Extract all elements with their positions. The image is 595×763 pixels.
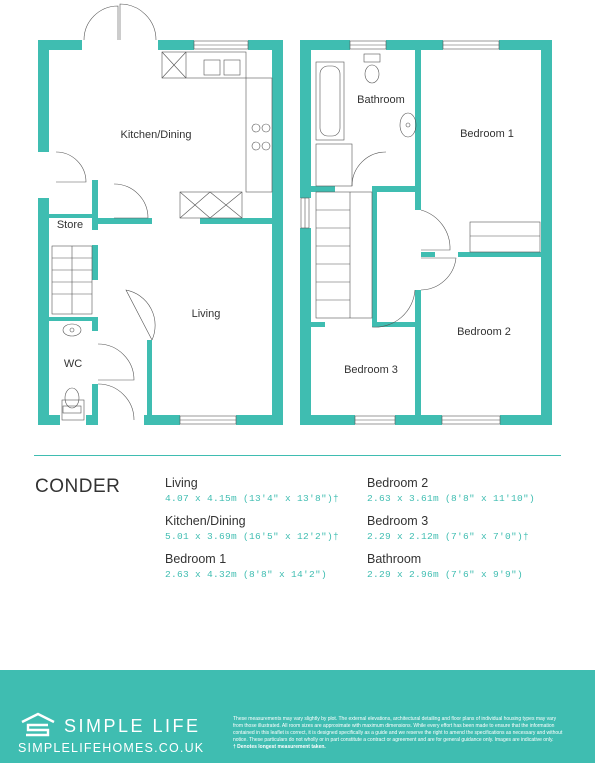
room-spec-kitchen-dining: Kitchen/Dining 5.01 x 3.69m (16'5" x 12'…	[165, 514, 339, 542]
footer-banner	[0, 670, 595, 763]
room-spec-bedroom-1: Bedroom 1 2.63 x 4.32m (8'8" x 14'2")	[165, 552, 327, 580]
room-spec-dims: 2.29 x 2.96m (7'6" x 9'9")	[367, 569, 524, 580]
room-spec-name: Kitchen/Dining	[165, 514, 246, 528]
section-divider	[34, 455, 561, 456]
room-spec-name: Living	[165, 476, 198, 490]
room-label-bedroom-1: Bedroom 1	[460, 128, 514, 140]
room-label-bathroom: Bathroom	[357, 94, 405, 106]
disclaimer: These measurements may vary slightly by …	[233, 716, 565, 751]
brand-name: SIMPLE LIFE	[64, 716, 201, 736]
room-spec-dims: 2.63 x 4.32m (8'8" x 14'2")	[165, 569, 328, 580]
room-label-wc: WC	[64, 358, 82, 370]
disclaimer-text: These measurements may vary slightly by …	[233, 716, 563, 743]
ground-fixtures	[51, 3, 273, 425]
room-spec-bedroom-3: Bedroom 3 2.29 x 2.12m (7'6" x 7'0")†	[367, 514, 529, 542]
room-spec-dims: 2.29 x 2.12m (7'6" x 7'0")†	[367, 531, 530, 542]
room-spec-bedroom-2: Bedroom 2 2.63 x 3.61m (8'8" x 11'10")	[367, 476, 535, 504]
room-label-bedroom-2: Bedroom 2	[457, 326, 511, 338]
disclaimer-note: † Denotes longest measurement taken.	[233, 744, 326, 750]
floor-plan: Kitchen/Dining Store Living WC	[36, 3, 552, 427]
room-label-kitchen-dining: Kitchen/Dining	[121, 129, 192, 141]
first-floor	[300, 40, 552, 425]
website-link[interactable]: SIMPLELIFEHOMES.CO.UK	[18, 741, 205, 755]
room-label-bedroom-3: Bedroom 3	[344, 364, 398, 376]
room-spec-name: Bedroom 3	[367, 514, 429, 528]
house-name: CONDER	[35, 476, 121, 497]
room-label-living: Living	[192, 308, 221, 320]
ground-floor	[38, 40, 283, 425]
room-spec-name: Bedroom 2	[367, 476, 429, 490]
room-spec-living: Living 4.07 x 4.15m (13'4" x 13'8")†	[165, 476, 339, 504]
room-spec-name: Bathroom	[367, 552, 422, 566]
room-label-store: Store	[57, 219, 83, 231]
room-spec-name: Bedroom 1	[165, 552, 227, 566]
room-spec-dims: 4.07 x 4.15m (13'4" x 13'8")†	[165, 493, 340, 504]
room-spec-dims: 5.01 x 3.69m (16'5" x 12'2")†	[165, 531, 340, 542]
room-spec-dims: 2.63 x 3.61m (8'8" x 11'10")	[367, 493, 536, 504]
room-spec-bathroom: Bathroom 2.29 x 2.96m (7'6" x 9'9")	[367, 552, 523, 580]
first-fixtures	[300, 40, 541, 425]
simple-life-logo-icon	[21, 712, 55, 737]
